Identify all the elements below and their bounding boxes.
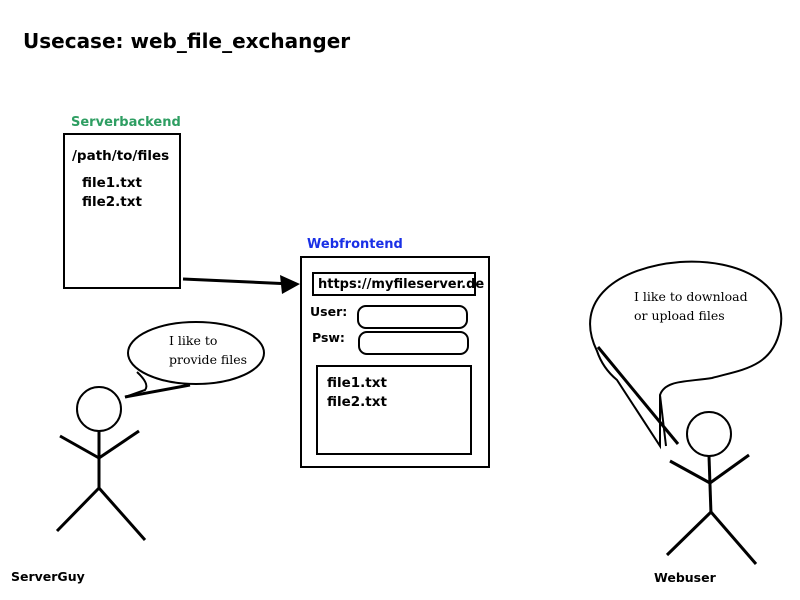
server-guy-name: ServerGuy	[11, 569, 85, 584]
speech-line: or upload files	[634, 308, 725, 323]
connection-arrow-line	[182, 277, 293, 286]
user-input-box	[357, 305, 468, 329]
web-file-item: file2.txt	[327, 394, 387, 410]
server-guy-figure	[55, 386, 147, 541]
server-guy-speech-text: I like to provide files	[169, 331, 247, 369]
server-guy-speech-bubble	[124, 321, 265, 399]
diagram-title: Usecase: web_file_exchanger	[23, 29, 351, 53]
url-bar	[312, 272, 476, 296]
server-file-item: file1.txt	[82, 175, 142, 191]
server-backend-box	[63, 133, 181, 289]
user-label: User:	[310, 304, 348, 319]
web-user-speech-text: I like to download or upload files	[634, 287, 748, 325]
server-backend-label: Serverbackend	[71, 115, 181, 130]
web-user-figure	[665, 411, 758, 565]
speech-line: I like to download	[634, 289, 748, 304]
web-url: https://myfileserver.de	[318, 277, 485, 292]
web-file-list-box	[316, 365, 472, 455]
psw-label: Psw:	[312, 330, 345, 345]
speech-line: provide files	[169, 352, 248, 367]
web-frontend-label: Webfrontend	[307, 237, 403, 252]
web-user-name: Webuser	[654, 570, 716, 585]
web-user-speech-bubble	[589, 260, 783, 450]
speech-line: I like to	[169, 333, 218, 348]
web-file-item: file1.txt	[327, 375, 387, 391]
server-path: /path/to/files	[72, 148, 170, 164]
server-file-item: file2.txt	[82, 194, 142, 210]
psw-input-box	[358, 331, 469, 355]
connection-arrowhead	[280, 275, 300, 294]
